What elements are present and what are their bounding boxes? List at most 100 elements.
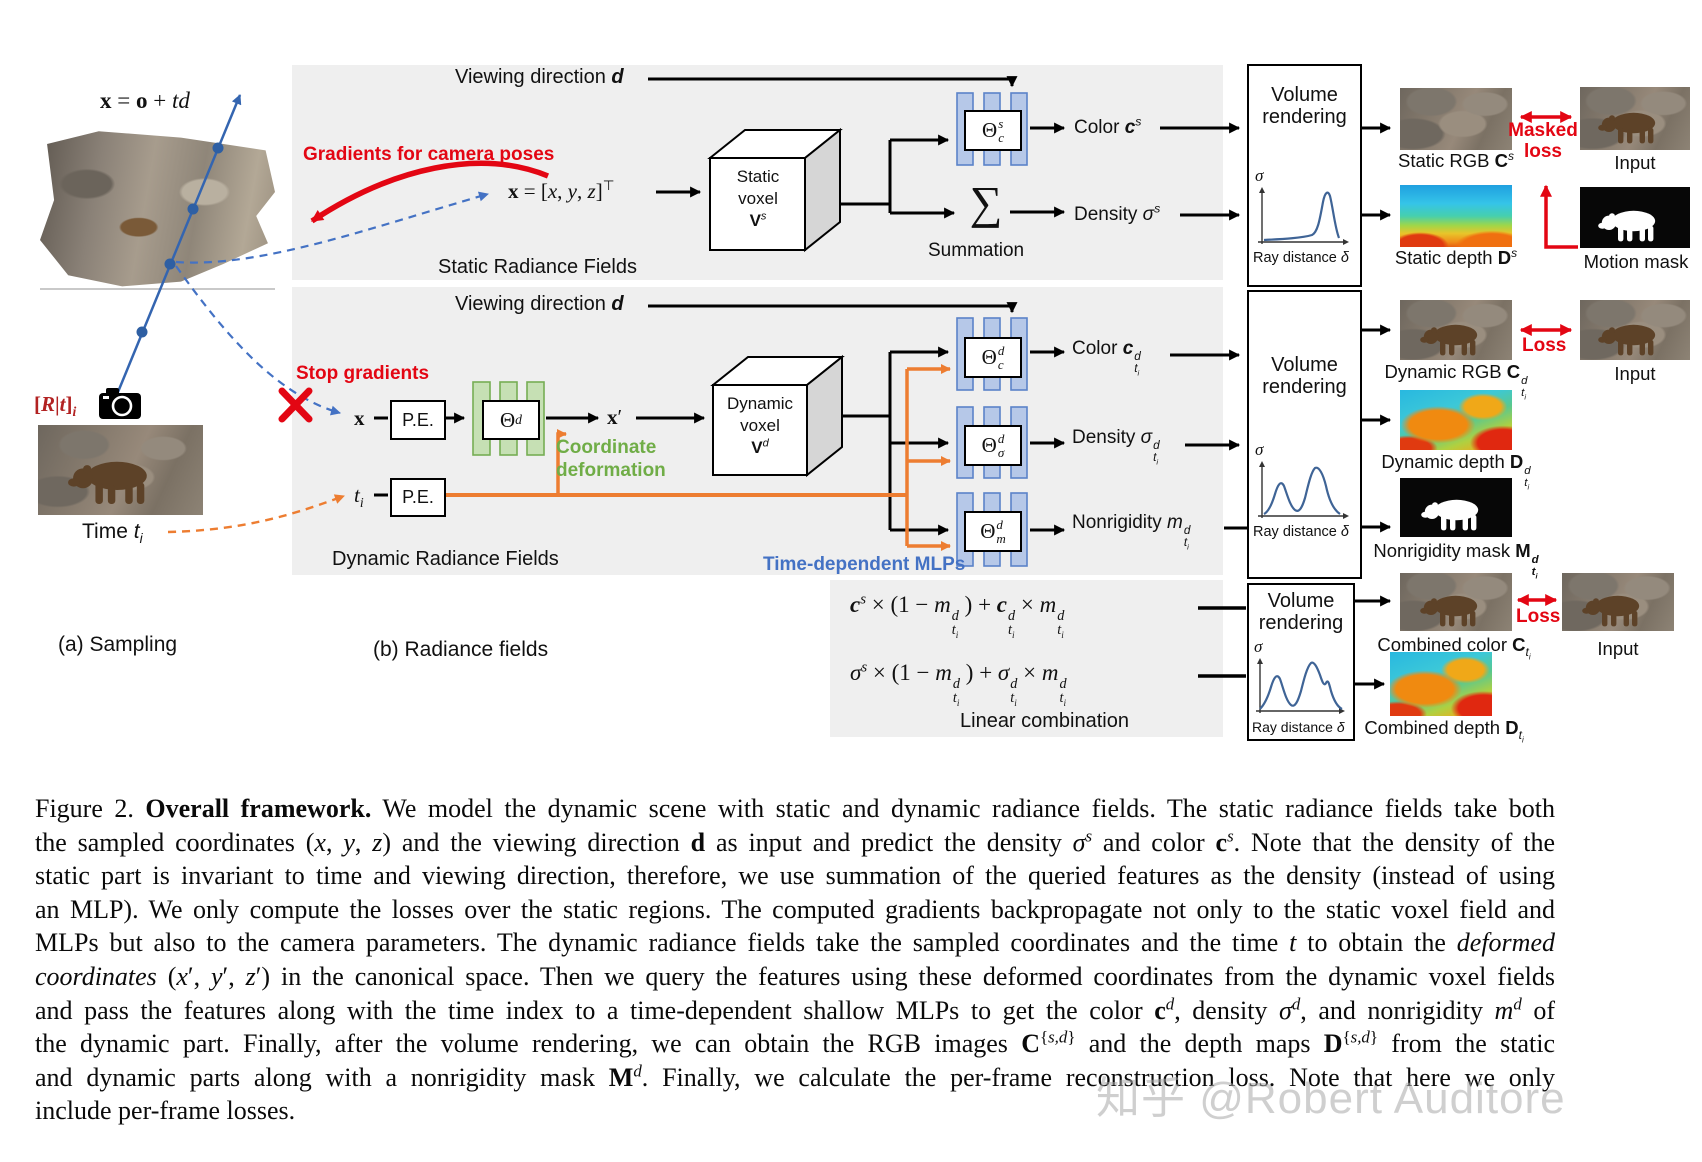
combined-loss-label: Loss — [1516, 606, 1561, 627]
camera-pose-label: [R|t]i — [34, 392, 77, 420]
camera-pose-gradient-arrow — [310, 160, 550, 224]
deformation-chain-lines — [374, 412, 706, 497]
static-density-label: Density σs — [1074, 201, 1161, 225]
time-input-label: ti — [354, 483, 364, 511]
ray-distance-axis-label: Ray distance δ — [1252, 719, 1345, 735]
caption-line: MLPs but also to the camera parameters. … — [35, 928, 1555, 958]
static-volume-rendering-box: Volume rendering σ Ray distance δ — [1247, 64, 1362, 287]
caption-line: and dynamic parts along with a nonrigidi… — [35, 1061, 1555, 1092]
sigma-axis-label: σ — [1255, 440, 1264, 459]
static-viewing-direction-label: Viewing direction d — [455, 66, 624, 88]
volume-rendering-title: Volume rendering — [1258, 590, 1344, 634]
static-depth-image — [1400, 185, 1512, 247]
static-depth-label: Static depth Ds — [1394, 245, 1518, 268]
combined-volume-rendering-box: Volume rendering σ Ray distance δ — [1247, 583, 1355, 741]
summation-label: Summation — [928, 240, 1025, 261]
linear-combination-panel — [830, 580, 1223, 737]
dynamic-density-plot — [1258, 461, 1349, 519]
combination-lines — [1198, 606, 1246, 678]
time-feature-lines — [444, 364, 951, 551]
input-label-combined: Input — [1597, 638, 1639, 659]
ray-equation-label: x = o + td — [100, 88, 190, 113]
input-image-static — [1580, 87, 1690, 150]
sample-to-dynamic-x-dashed-arrow — [175, 265, 341, 416]
dynamic-viewing-direction-label: Viewing direction d — [455, 293, 624, 315]
dynamic-rgb-image — [1400, 300, 1512, 360]
positional-encoding-t-box: P.E. — [390, 478, 446, 517]
volume-rendering-title: Volume rendering — [1262, 354, 1347, 398]
dynamic-loss-label: Loss — [1522, 335, 1567, 356]
linear-combination-label: Linear combination — [960, 710, 1129, 732]
nonrigidity-mask-image — [1400, 478, 1512, 537]
masked-loss-arrows — [1519, 111, 1578, 249]
figure-caption: Figure 2. Overall framework. We model th… — [35, 792, 1555, 1128]
static-density-plot — [1258, 187, 1349, 245]
input-frame-image — [38, 425, 203, 515]
camera-ray — [116, 94, 242, 393]
caption-line: an MLP). We only compute the losses over… — [35, 894, 1555, 924]
static-fields-panel-label: Static Radiance Fields — [438, 256, 637, 278]
input-label-dynamic: Input — [1614, 363, 1656, 384]
summation-symbol: ∑ — [969, 177, 1003, 228]
caption-line: static part is invariant to time and vie… — [35, 861, 1555, 891]
dynamic-fields-panel-label: Dynamic Radiance Fields — [332, 548, 559, 570]
stop-gradients-label: Stop gradients — [296, 363, 430, 384]
static-feature-branches — [840, 134, 956, 219]
ray-distance-axis-label: Ray distance δ — [1253, 524, 1349, 540]
combined-density-plot — [1256, 658, 1345, 714]
dynamic-voxel-cube — [710, 354, 845, 478]
watermark: 知乎 @Robert Auditore — [1096, 1074, 1566, 1123]
static-voxel-cube — [707, 127, 843, 253]
dynamic-depth-image — [1400, 390, 1512, 450]
table-edge-line — [40, 288, 275, 290]
dynamic-output-lines — [1030, 324, 1392, 536]
caption-line: the sampled coordinates (x, y, z) and th… — [35, 825, 1556, 857]
input-label-static: Input — [1614, 152, 1656, 173]
x-prime-label: x′ — [607, 405, 623, 429]
static-rgb-label: Static RGB Cs — [1397, 148, 1515, 171]
caption-line: the dynamic part. Finally, after the vol… — [35, 1027, 1555, 1059]
dynamic-volume-rendering-box: Volume rendering σ Ray distance δ — [1247, 290, 1362, 579]
caption-line: Figure 2. Overall framework. We model th… — [35, 794, 1555, 823]
caption-a-label: (a) Sampling — [58, 633, 178, 656]
time-dashed-arrow — [167, 494, 345, 534]
positional-encoding-x-box: P.E. — [390, 400, 446, 440]
static-viewing-direction-line — [648, 76, 1018, 88]
static-point-label: x = [x, y, z]⊤ — [508, 178, 615, 203]
input-image-combined — [1562, 573, 1674, 631]
motion-mask-image — [1580, 187, 1690, 248]
combined-output-lines — [1351, 595, 1392, 690]
time-dependent-mlps-label: Time-dependent MLPs — [763, 554, 966, 575]
sigma-axis-label: σ — [1254, 637, 1263, 656]
combined-depth-image — [1390, 652, 1492, 716]
combined-color-image — [1400, 573, 1512, 631]
camera-icon — [99, 388, 141, 419]
dynamic-feature-branches — [842, 346, 950, 536]
input-image-dynamic — [1580, 300, 1690, 360]
sigma-axis-label: σ — [1255, 166, 1264, 185]
time-label: Time ti — [82, 520, 143, 547]
caption-line: and pass the features along with the tim… — [35, 993, 1555, 1025]
combined-color-label: Combined color Cti — [1377, 634, 1531, 662]
stop-gradient-x-mark — [278, 387, 313, 423]
caption-line: include per-frame losses. — [35, 1096, 296, 1126]
static-output-lines — [1010, 122, 1392, 221]
combined-depth-label: Combined depth Dti — [1364, 717, 1524, 745]
